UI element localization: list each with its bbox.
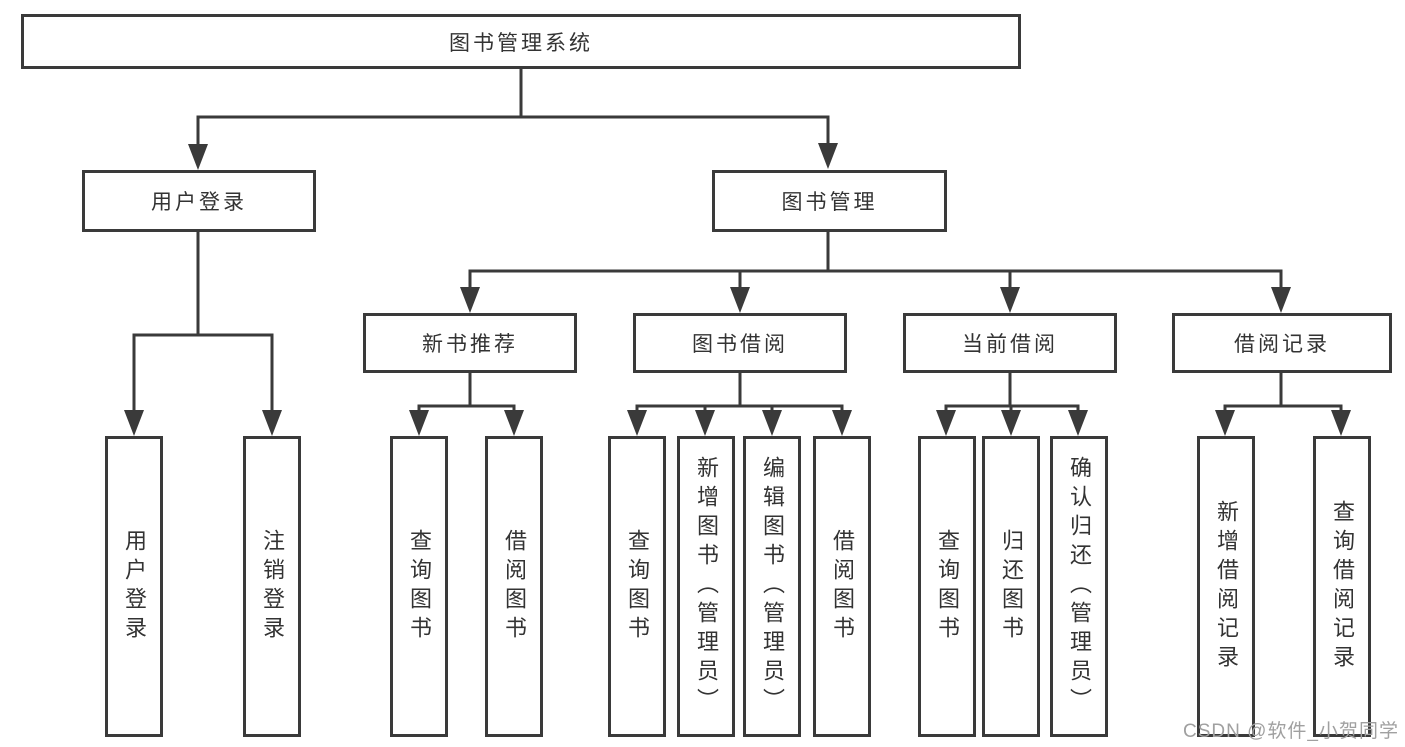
node-leaf-borrow-book-1-label: 借阅图书 [502,528,527,645]
node-leaf-logout: 注销登录 [243,436,301,737]
node-leaf-add-book-admin-label: 新增图书（管理员） [694,456,719,717]
node-leaf-query-book-1: 查询图书 [390,436,448,737]
node-new-book-recommendation: 新书推荐 [363,313,577,373]
node-leaf-query-borrow-record: 查询借阅记录 [1313,436,1371,737]
node-leaf-user-login-label: 用户登录 [122,528,147,645]
node-leaf-borrow-book-2-label: 借阅图书 [830,528,855,645]
node-leaf-confirm-return-admin: 确认归还（管理员） [1050,436,1108,737]
node-leaf-confirm-return-admin-label: 确认归还（管理员） [1067,456,1092,717]
node-borrowing-records: 借阅记录 [1172,313,1392,373]
node-leaf-edit-book-admin: 编辑图书（管理员） [743,436,801,737]
node-user-login: 用户登录 [82,170,316,232]
node-current-borrowing: 当前借阅 [903,313,1117,373]
node-leaf-return-book: 归还图书 [982,436,1040,737]
node-leaf-query-book-2-label: 查询图书 [625,528,650,645]
node-leaf-borrow-book-2: 借阅图书 [813,436,871,737]
node-leaf-query-book-1-label: 查询图书 [407,528,432,645]
node-leaf-query-borrow-record-label: 查询借阅记录 [1330,499,1355,674]
node-leaf-edit-book-admin-label: 编辑图书（管理员） [760,456,785,717]
node-leaf-borrow-book-1: 借阅图书 [485,436,543,737]
node-leaf-add-borrow-record: 新增借阅记录 [1197,436,1255,737]
node-leaf-add-book-admin: 新增图书（管理员） [677,436,735,737]
node-user-login-label: 用户登录 [151,191,247,214]
watermark: CSDN @软件_小贺同学 [1183,721,1399,742]
node-leaf-logout-label: 注销登录 [260,528,285,645]
node-book-borrowing: 图书借阅 [633,313,847,373]
node-book-management-label: 图书管理 [781,191,878,214]
node-root: 图书管理系统 [21,14,1021,69]
node-leaf-user-login: 用户登录 [105,436,163,737]
arrowhead-path [124,143,1351,436]
node-current-borrowing-label: 当前借阅 [962,333,1058,356]
node-new-book-recommendation-label: 新书推荐 [422,333,518,356]
node-leaf-query-book-3: 查询图书 [918,436,976,737]
node-leaf-add-borrow-record-label: 新增借阅记录 [1214,499,1239,674]
node-book-management: 图书管理 [712,170,947,232]
node-root-label: 图书管理系统 [449,31,593,55]
node-leaf-query-book-2: 查询图书 [608,436,666,737]
node-borrowing-records-label: 借阅记录 [1234,333,1330,356]
node-book-borrowing-label: 图书借阅 [692,333,788,356]
node-leaf-query-book-3-label: 查询图书 [935,528,960,645]
node-leaf-return-book-label: 归还图书 [999,528,1024,645]
